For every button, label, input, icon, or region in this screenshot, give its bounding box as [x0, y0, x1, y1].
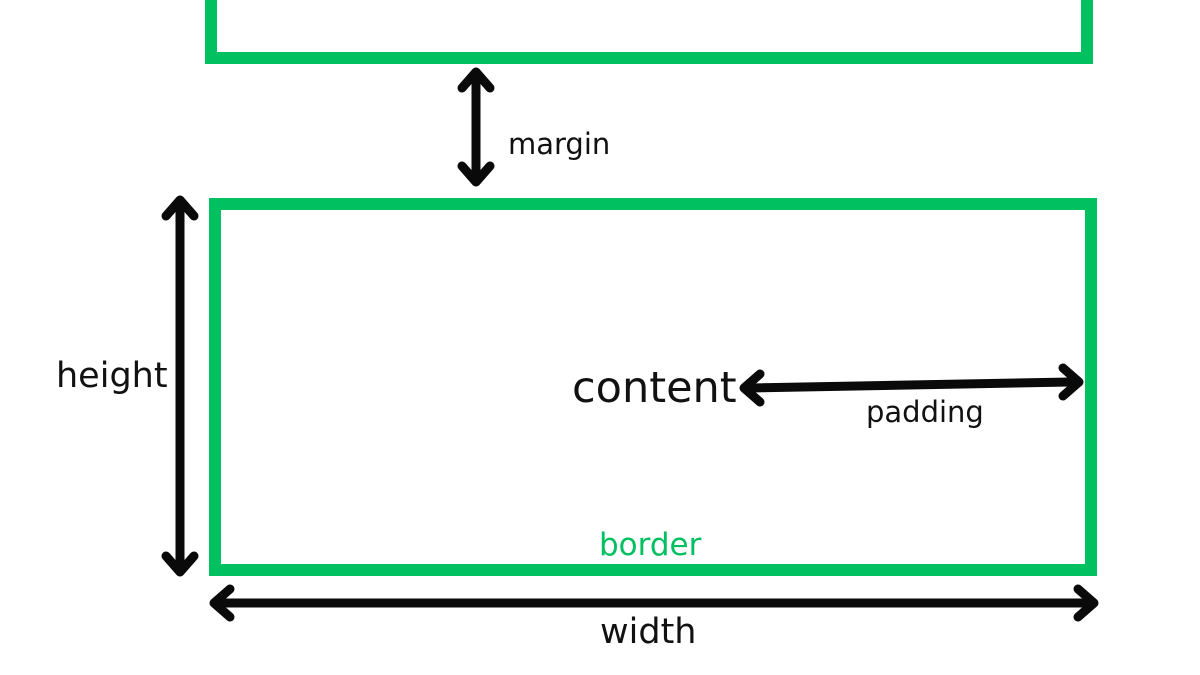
margin-arrow — [457, 67, 495, 187]
margin-label: margin — [508, 127, 610, 161]
width-arrow — [209, 584, 1099, 622]
border-label: border — [599, 527, 702, 563]
width-label: width — [600, 612, 696, 652]
height-label: height — [56, 356, 168, 396]
upper-box-border — [205, 0, 1093, 64]
padding-label: padding — [866, 395, 984, 429]
content-label: content — [572, 363, 737, 413]
main-box-border — [209, 198, 1097, 576]
height-arrow — [161, 195, 199, 577]
padding-arrow — [739, 363, 1084, 407]
